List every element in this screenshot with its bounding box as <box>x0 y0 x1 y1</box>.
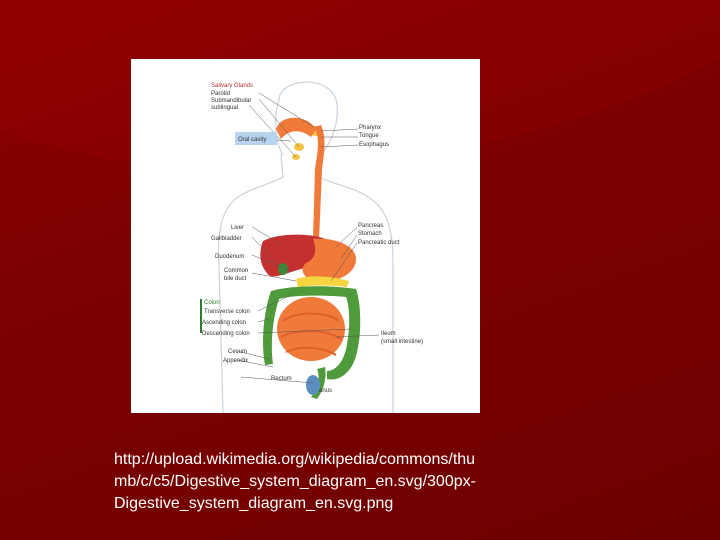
label-pancreatic-duct: Pancreatic duct <box>358 240 400 246</box>
label-anus: anus <box>319 388 332 394</box>
label-rectum: Rectum <box>271 376 292 382</box>
label-common-bile-duct-2: bile duct <box>224 276 247 282</box>
salivary-heading: Salivary Glands <box>211 83 253 89</box>
label-pharynx: Pharynx <box>359 125 381 131</box>
label-parotid: Parotid <box>211 91 230 97</box>
tongue-shape <box>276 118 316 139</box>
digestive-system-diagram: Salivary Glands Parotid Submandibular su… <box>131 59 480 413</box>
label-colon-heading: Colon <box>204 300 220 306</box>
label-oral-cavity: Oral cavity <box>238 137 266 143</box>
label-transverse-colon: Transverse colon <box>204 309 250 315</box>
label-duodenum: Duodenum <box>215 254 244 260</box>
label-descending-colon: Descending colon <box>202 331 250 337</box>
label-appendix: Appendix <box>223 358 248 364</box>
caption-line-1: http://upload.wikimedia.org/wikipedia/co… <box>114 449 554 471</box>
label-liver: Liver <box>231 225 244 231</box>
label-pancreas: Pancreas <box>358 223 383 229</box>
label-sublingual: sublingual <box>211 105 238 111</box>
label-stomach: Stomach <box>358 231 382 237</box>
small-intestine-shape <box>277 297 345 361</box>
caption-line-2: mb/c/c5/Digestive_system_diagram_en.svg/… <box>114 471 554 493</box>
label-ascending-colon: Ascending colon <box>202 320 246 326</box>
label-ileum-note: (small intestine) <box>381 339 423 345</box>
esophagus-shape <box>313 125 325 241</box>
digestive-diagram-svg: Salivary Glands Parotid Submandibular su… <box>131 59 480 413</box>
colon-bracket <box>200 299 202 333</box>
anus-shape <box>306 375 320 395</box>
label-submandibular: Submandibular <box>211 98 251 104</box>
label-esophagus: Esophagus <box>359 142 389 148</box>
pancreas-shape <box>296 276 349 287</box>
label-ileum: Ileum <box>381 331 396 337</box>
label-gallbladder: Gallbladder <box>211 236 242 242</box>
label-tongue: Tongue <box>359 133 379 139</box>
caption-line-3: Digestive_system_diagram_en.svg.png <box>114 493 554 515</box>
source-url-caption: http://upload.wikimedia.org/wikipedia/co… <box>114 449 554 515</box>
label-cecum: Cecum <box>228 349 247 355</box>
label-common-bile-duct-1: Common <box>224 268 248 274</box>
